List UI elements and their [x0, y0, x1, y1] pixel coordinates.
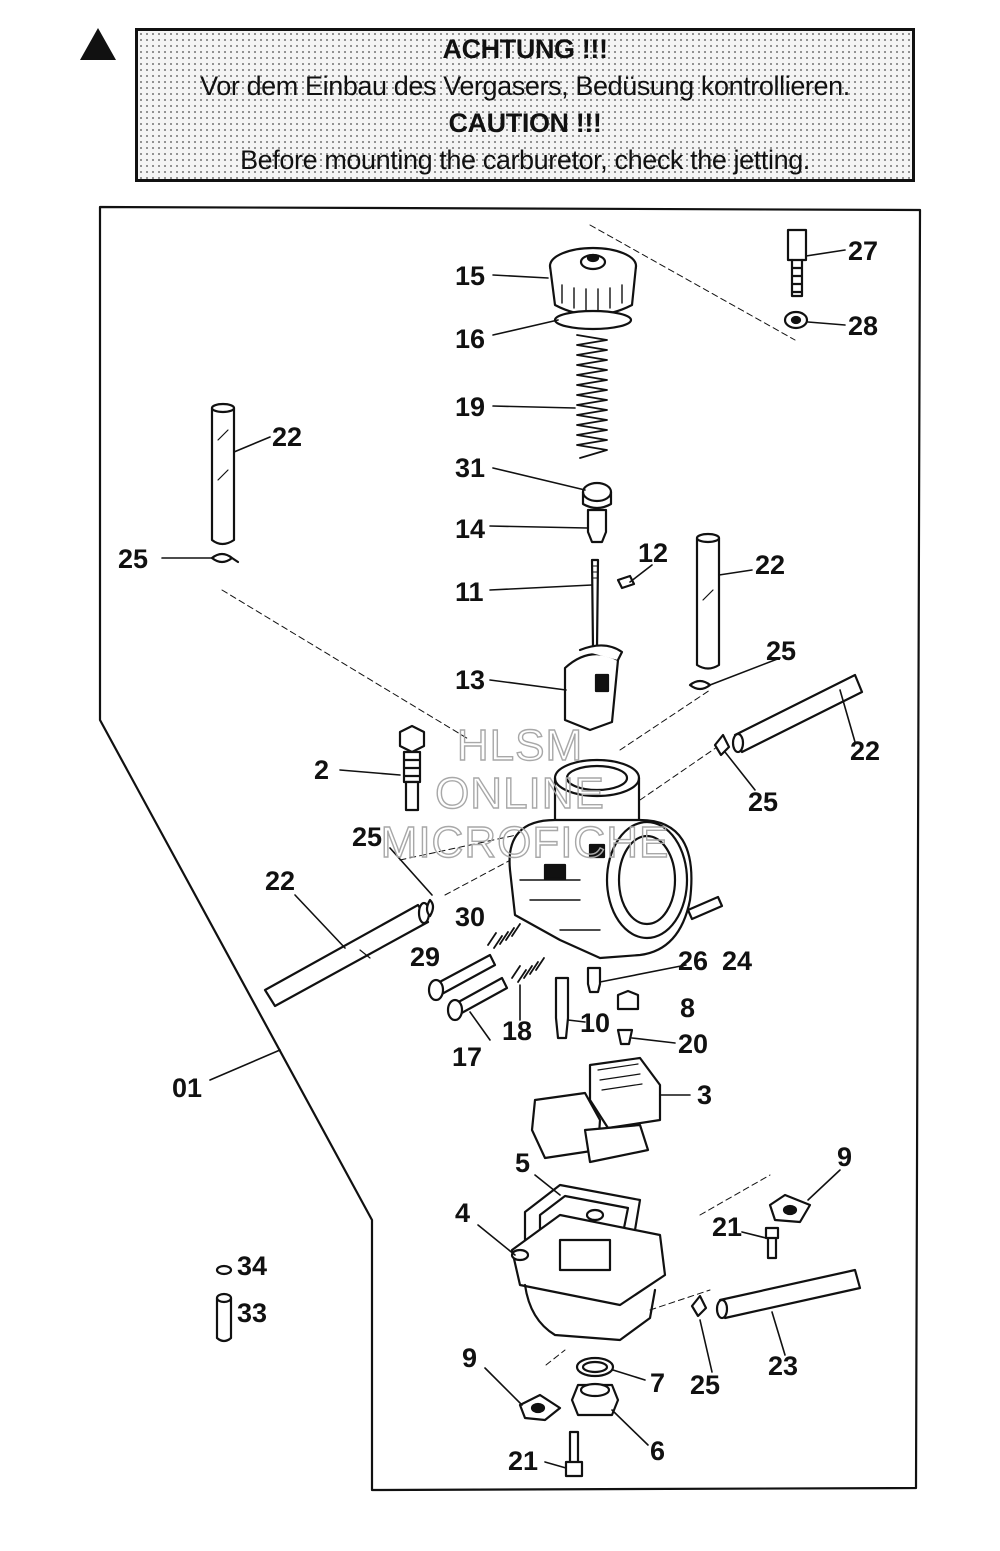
callout-label: 22	[850, 736, 880, 766]
callout-label: 2	[314, 755, 329, 785]
carburetor-body-01	[508, 758, 693, 960]
callout-labels: 15 16 19 31 14 11 12 13 22 25 22 25 22 2…	[118, 236, 880, 1476]
callout-label: 21	[712, 1212, 742, 1242]
assembly-frame	[98, 205, 922, 1492]
callout-label: 22	[755, 550, 785, 580]
callout-label: 26	[678, 946, 708, 976]
idle-screw-2	[398, 724, 426, 812]
hose-clamp-25-b	[688, 679, 712, 691]
needle-jet-10	[554, 976, 570, 1040]
callout-label: 3	[697, 1080, 712, 1110]
callout-label: 6	[650, 1436, 665, 1466]
vent-hose-22-d	[263, 903, 430, 1008]
callout-label: 01	[172, 1073, 202, 1103]
callout-label: 24	[722, 946, 752, 976]
callout-label: 9	[837, 1142, 852, 1172]
callout-label: 13	[455, 665, 485, 695]
callout-label: 5	[515, 1148, 530, 1178]
watermark-line-3: MICROFICHE	[381, 818, 670, 867]
spring-18	[511, 957, 545, 983]
main-jet-8	[616, 989, 640, 1011]
mixing-chamber-cap-15	[548, 246, 638, 317]
callout-label: 27	[848, 236, 878, 266]
callout-label: 25	[766, 636, 796, 666]
hose-clamp-25-d	[425, 898, 435, 918]
caution-text-de: Vor dem Einbau des Vergasers, Bedüsung k…	[200, 71, 850, 101]
callout-label: 30	[455, 902, 485, 932]
screw-21-a	[764, 1226, 780, 1260]
pilot-jet-26	[586, 966, 602, 994]
callout-label: 4	[455, 1198, 470, 1228]
caution-text-en: Before mounting the carburetor, check th…	[240, 145, 810, 175]
jet-needle-11	[590, 558, 600, 656]
callout-label: 16	[455, 324, 485, 354]
float-3	[530, 1056, 662, 1164]
callout-label: 33	[237, 1298, 267, 1328]
callout-label: 22	[265, 866, 295, 896]
callout-label: 17	[452, 1042, 482, 1072]
screw-27	[786, 228, 808, 262]
callout-label: 19	[455, 392, 485, 422]
watermark-line-1: HLSM	[457, 721, 583, 770]
throttle-slide-13	[563, 652, 620, 732]
vent-hose-22-b	[695, 536, 721, 670]
callout-label: 21	[508, 1446, 538, 1476]
callout-label: 29	[410, 942, 440, 972]
callout-label: 11	[455, 577, 484, 607]
callout-label: 28	[848, 311, 878, 341]
o-ring-34	[215, 1264, 233, 1276]
cap-gasket-16	[553, 309, 633, 331]
callout-label: 9	[462, 1343, 477, 1373]
needle-holder-31	[581, 481, 613, 503]
callout-label: 12	[638, 538, 668, 568]
overflow-hose-23	[718, 1268, 862, 1320]
callout-label: 22	[272, 422, 302, 452]
callout-label: 25	[352, 822, 382, 852]
needle-clip-12	[616, 574, 636, 590]
caution-heading-de: ACHTUNG !!!	[442, 34, 608, 64]
callout-label: 14	[455, 514, 485, 544]
vent-hose-22-c	[733, 673, 864, 754]
watermark-line-2: ONLINE	[435, 769, 605, 818]
vent-hose-22-a	[210, 406, 236, 546]
callout-label: 7	[650, 1368, 665, 1398]
callout-label: 8	[680, 993, 695, 1023]
caution-notice: ACHTUNG !!! Vor dem Einbau des Vergasers…	[135, 28, 915, 182]
float-bowl-4	[510, 1208, 667, 1342]
screw-21-b	[564, 1430, 584, 1478]
callout-label: 34	[237, 1251, 267, 1281]
needle-clip-holder-14	[586, 508, 608, 544]
caution-heading-en: CAUTION !!!	[448, 108, 602, 138]
jet-20	[616, 1028, 634, 1046]
spring-30	[487, 923, 521, 949]
callout-label: 25	[690, 1370, 720, 1400]
air-tube-24	[686, 895, 724, 921]
hose-clamp-25-a	[210, 552, 240, 564]
callout-label: 31	[455, 453, 485, 483]
slide-spring-19	[576, 334, 608, 459]
callout-label: 20	[678, 1029, 708, 1059]
callout-label: 25	[748, 787, 778, 817]
hose-clamp-25-c	[713, 733, 731, 757]
warning-triangle-icon	[80, 28, 116, 60]
callout-label: 25	[118, 544, 148, 574]
sleeve-33	[215, 1296, 233, 1343]
callout-label: 10	[580, 1008, 610, 1038]
callout-label: 15	[455, 261, 485, 291]
drain-plug-6	[570, 1382, 620, 1417]
callout-label: 18	[502, 1016, 532, 1046]
callout-label: 23	[768, 1351, 798, 1381]
hose-clamp-25-e	[690, 1294, 708, 1318]
